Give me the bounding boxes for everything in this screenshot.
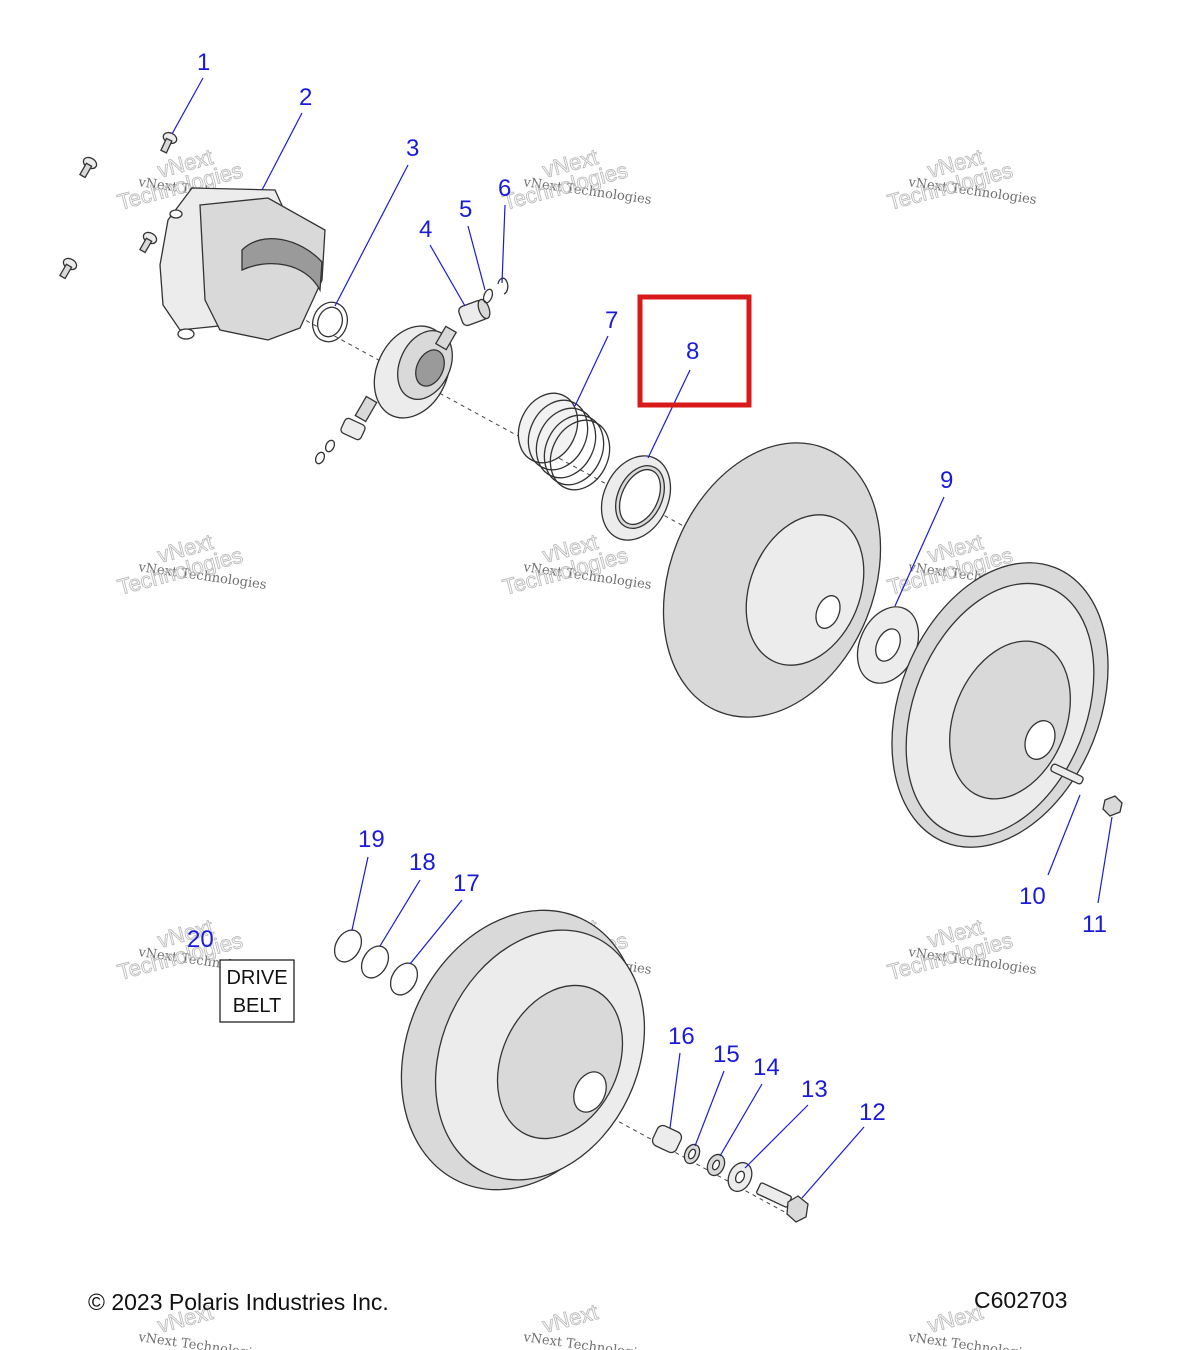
part-16-spacer[interactable] — [651, 1124, 684, 1155]
drive-belt-box[interactable]: DRIVE BELT — [219, 959, 295, 1023]
part-9-washer[interactable] — [846, 597, 931, 693]
callout-2[interactable]: 2 — [299, 84, 312, 111]
fixed-sheave-upper — [891, 562, 1109, 848]
callout-16[interactable]: 16 — [668, 1023, 695, 1050]
watermark: vNext vNext Technologies Technologies — [114, 529, 267, 601]
callout-7[interactable]: 7 — [605, 307, 618, 334]
callout-15[interactable]: 15 — [713, 1041, 740, 1068]
part-6-clip[interactable] — [497, 277, 509, 295]
callout-17[interactable]: 17 — [453, 870, 480, 897]
part-2-cover[interactable] — [159, 187, 326, 341]
part-7-spring[interactable] — [507, 384, 620, 500]
svg-text:vNext Technologies: vNext Technologies — [136, 1330, 267, 1350]
part-4-bushing[interactable] — [457, 298, 492, 327]
watermark: vNext vNext Technologies Technologies — [884, 144, 1037, 216]
callouts: 1 2 3 4 5 6 7 8 9 10 11 12 13 14 15 16 1… — [187, 49, 1107, 1126]
part-5-washer[interactable] — [482, 288, 494, 304]
callout-10[interactable]: 10 — [1019, 883, 1046, 910]
callout-12[interactable]: 12 — [859, 1099, 886, 1126]
watermark: vNext vNext Technologies Technologies — [884, 914, 1037, 986]
svg-text:vNext: vNext — [540, 1299, 601, 1338]
svg-text:vNext Technologies: vNext Technologies — [906, 1330, 1037, 1350]
callout-19[interactable]: 19 — [358, 826, 385, 853]
part-3-ring[interactable] — [307, 297, 353, 346]
spider-hub — [314, 325, 458, 465]
part-1-screws[interactable] — [56, 131, 178, 281]
callout-5[interactable]: 5 — [459, 196, 472, 223]
part-12-bolt[interactable] — [756, 1182, 809, 1223]
callout-9[interactable]: 9 — [940, 467, 953, 494]
part-11-nut[interactable] — [1102, 795, 1123, 817]
highlight-box-part-8 — [637, 294, 752, 408]
drive-belt-label-line1: DRIVE — [226, 967, 287, 989]
watermark: vNext vNext Technologies Technologies — [499, 144, 652, 216]
callout-3[interactable]: 3 — [406, 135, 419, 162]
part-15-washer[interactable] — [681, 1142, 702, 1166]
drive-belt-label-line2: BELT — [233, 995, 282, 1017]
copyright-text: © 2023 Polaris Industries Inc. — [88, 1289, 389, 1315]
part-18-ring[interactable] — [356, 941, 394, 982]
part-19-ring[interactable] — [329, 925, 367, 966]
callout-18[interactable]: 18 — [409, 849, 436, 876]
callout-4[interactable]: 4 — [419, 216, 432, 243]
part-10-pin[interactable] — [1050, 763, 1084, 785]
svg-text:vNext Technologies: vNext Technologies — [521, 1330, 652, 1350]
callout-1[interactable]: 1 — [197, 49, 210, 76]
diagram-code: C602703 — [974, 1287, 1067, 1313]
part-17-ring[interactable] — [385, 958, 423, 999]
callout-6[interactable]: 6 — [498, 175, 511, 202]
watermark: vNext vNext Technologies — [521, 1299, 652, 1350]
movable-sheave — [662, 442, 882, 718]
part-8-seal[interactable] — [588, 445, 683, 552]
callout-14[interactable]: 14 — [753, 1054, 780, 1081]
part-14-washer[interactable] — [704, 1152, 728, 1179]
callout-13[interactable]: 13 — [801, 1076, 828, 1103]
leader-lines — [171, 77, 1113, 1199]
callout-11[interactable]: 11 — [1082, 911, 1107, 938]
driven-sheave-lower — [400, 909, 646, 1191]
callout-20[interactable]: 20 — [187, 926, 214, 953]
part-13-washer[interactable] — [724, 1159, 757, 1195]
callout-8[interactable]: 8 — [686, 338, 699, 365]
